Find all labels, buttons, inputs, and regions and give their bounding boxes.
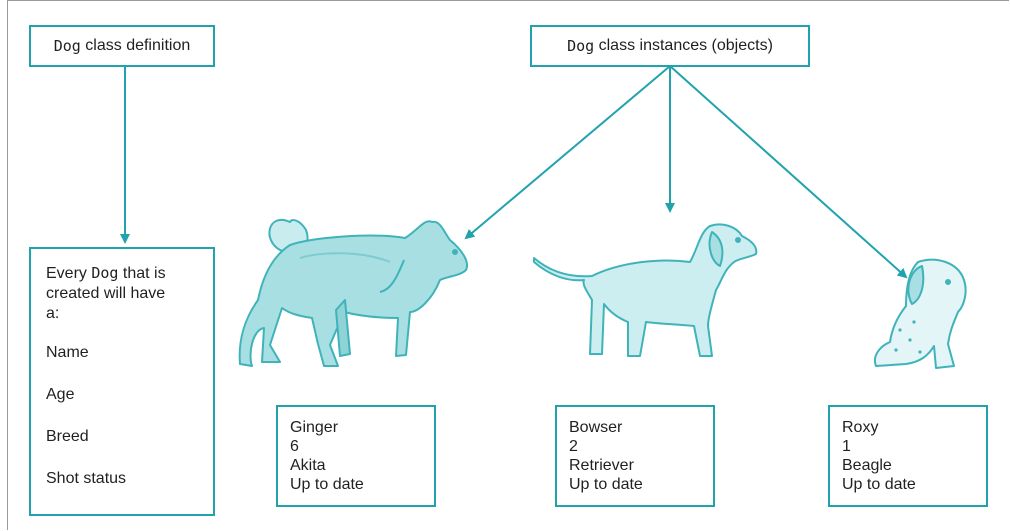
- instance-age: 6: [290, 437, 434, 456]
- intro-line-3: a:: [46, 304, 213, 324]
- instance-breed: Beagle: [842, 456, 986, 475]
- class-instances-header-text: class instances (objects): [594, 37, 773, 55]
- instance-box-roxy: Roxy 1 Beagle Up to date: [828, 405, 988, 507]
- instance-age: 1: [842, 437, 986, 456]
- instance-shot-status: Up to date: [290, 475, 434, 494]
- attribute-age: Age: [46, 386, 213, 404]
- attribute-shot-status: Shot status: [46, 470, 213, 488]
- class-intro: Every Dog that is created will have a:: [46, 263, 213, 324]
- instance-box-bowser: Bowser 2 Retriever Up to date: [555, 405, 715, 507]
- beagle-puppy-illustration: [875, 260, 966, 368]
- instance-name: Bowser: [569, 418, 713, 437]
- arrow-to-ginger: [466, 66, 670, 238]
- attribute-breed: Breed: [46, 428, 213, 446]
- instance-shot-status: Up to date: [842, 475, 986, 494]
- akita-dog-illustration: [240, 220, 467, 366]
- intro-keyword: Dog: [91, 264, 118, 282]
- class-instances-header: Dog class instances (objects): [530, 25, 810, 67]
- instance-shot-status: Up to date: [569, 475, 713, 494]
- class-instances-keyword: Dog: [567, 37, 594, 55]
- intro-suffix: that is: [118, 265, 165, 282]
- class-definition-header: Dog class definition: [29, 25, 215, 67]
- retriever-dog-illustration: [534, 224, 756, 356]
- class-definition-keyword: Dog: [54, 37, 81, 55]
- instance-name: Roxy: [842, 418, 986, 437]
- attribute-name: Name: [46, 344, 213, 362]
- instance-breed: Retriever: [569, 456, 713, 475]
- intro-line-2: created will have: [46, 284, 213, 304]
- class-attributes-box: Every Dog that is created will have a: N…: [29, 247, 215, 516]
- class-definition-header-text: class definition: [81, 37, 190, 55]
- instance-age: 2: [569, 437, 713, 456]
- instance-breed: Akita: [290, 456, 434, 475]
- instance-name: Ginger: [290, 418, 434, 437]
- intro-prefix: Every: [46, 265, 91, 282]
- instance-box-ginger: Ginger 6 Akita Up to date: [276, 405, 436, 507]
